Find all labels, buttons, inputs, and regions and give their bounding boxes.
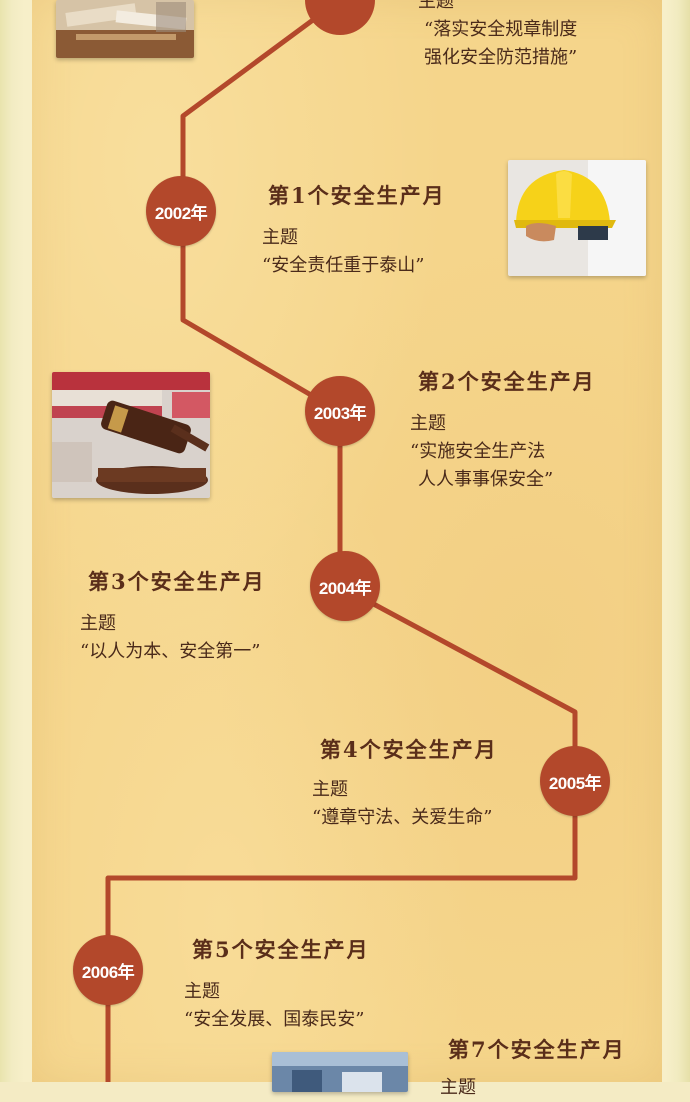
item-2-title: 第2个安全生产月 [412, 366, 610, 396]
item-4-title: 第4个安全生产月 [314, 734, 512, 764]
item-4-subject: 主题 [312, 779, 348, 800]
item-0-line-1: “落实安全规章制度 [424, 19, 578, 40]
year-node-2006: 2006年 [73, 935, 143, 1005]
item-5-block: 主题 “安全发展、国泰民安” [184, 978, 364, 1034]
year-node-2002: 2002年 [146, 176, 216, 246]
item-3-block: 主题 “以人为本、安全第一” [80, 610, 260, 666]
item-1-block: 主题 “安全责任重于泰山” [262, 224, 424, 280]
item-3-line-1: “以人为本、安全第一” [80, 641, 261, 662]
item-4-block: 主题 “遵章守法、关爱生命” [312, 776, 492, 832]
item-5-subject: 主题 [184, 981, 220, 1002]
item-0-subject: 主题 [418, 0, 454, 12]
item-3-subject: 主题 [80, 613, 116, 634]
item-5-line-1: “安全发展、国泰民安” [184, 1009, 365, 1030]
item-1-subject: 主题 [262, 227, 298, 248]
year-node-2005: 2005年 [540, 746, 610, 816]
item-1-line-1: “安全责任重于泰山” [262, 255, 425, 276]
item-0-block: 主题 “落实安全规章制度 强化安全防范措施” [418, 0, 577, 72]
item-5-title: 第5个安全生产月 [186, 934, 384, 964]
item-4-line-1: “遵章守法、关爱生命” [312, 807, 493, 828]
item-2-subject: 主题 [410, 413, 446, 434]
gavel-photo [52, 372, 210, 498]
hard-hat-photo [508, 160, 646, 276]
year-node-2003: 2003年 [305, 376, 375, 446]
item-6-block: 主题 [440, 1074, 476, 1102]
books-photo [56, 0, 194, 58]
item-2-line-2: 人人事事保安全” [418, 469, 554, 490]
item-1-title: 第1个安全生产月 [262, 180, 460, 210]
item-6-title: 第7个安全生产月 [442, 1034, 640, 1064]
item-2-line-1: “实施安全生产法 [410, 441, 546, 462]
item-0-line-2: 强化安全防范措施” [424, 47, 578, 68]
item-3-title: 第3个安全生产月 [82, 566, 280, 596]
year-node-2004: 2004年 [310, 551, 380, 621]
item-6-subject: 主题 [440, 1077, 476, 1098]
meeting-photo [272, 1052, 408, 1092]
item-2-block: 主题 “实施安全生产法 人人事事保安全” [410, 410, 553, 494]
